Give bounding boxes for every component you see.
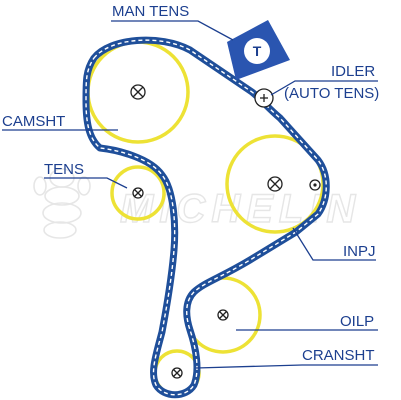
camsht-label: CAMSHT bbox=[2, 113, 65, 130]
inpj-leader bbox=[292, 227, 376, 261]
tensioner-badge-circle bbox=[244, 38, 270, 64]
tensioner-cross-circle-icon bbox=[132, 187, 144, 199]
tens-label: TENS bbox=[44, 161, 84, 178]
camshaft-cross-circle-icon bbox=[130, 84, 146, 100]
oilp-label: OILP bbox=[340, 313, 374, 330]
oil-pump-cross-circle-icon bbox=[217, 309, 229, 321]
injection-pump-cross-circle-icon bbox=[267, 176, 283, 192]
manual-tensioner-badge: T bbox=[227, 20, 290, 80]
cranshft-leader bbox=[195, 364, 378, 369]
injection-pump-dot-circle-icon bbox=[309, 179, 321, 191]
michelin-watermark: MICHELIN bbox=[33, 168, 356, 239]
man-tens-leader bbox=[111, 20, 234, 41]
tensioner-badge-letter: T bbox=[253, 43, 262, 59]
tensioner-pulley bbox=[110, 165, 166, 221]
centre-markers bbox=[130, 84, 321, 379]
inpj-label: INPJ bbox=[343, 243, 376, 260]
leader-lines bbox=[2, 20, 378, 369]
crankshaft-cross-circle-icon bbox=[171, 367, 183, 379]
auto-tens-label: (AUTO TENS) bbox=[284, 85, 379, 102]
idler-plus-circle-icon bbox=[254, 88, 274, 108]
michelin-man-icon bbox=[33, 168, 91, 239]
tens-leader bbox=[44, 177, 128, 189]
idler-leader bbox=[270, 80, 378, 96]
idler-label: IDLER bbox=[331, 63, 375, 80]
belt-teeth-dashes bbox=[85, 39, 327, 396]
timing-belt bbox=[82, 36, 330, 399]
labels: MAN TENS IDLER (AUTO TENS) CAMSHT TENS I… bbox=[2, 3, 379, 364]
man-tens-label: MAN TENS bbox=[112, 3, 189, 20]
cranshft-label: CRANSHT bbox=[302, 347, 375, 364]
